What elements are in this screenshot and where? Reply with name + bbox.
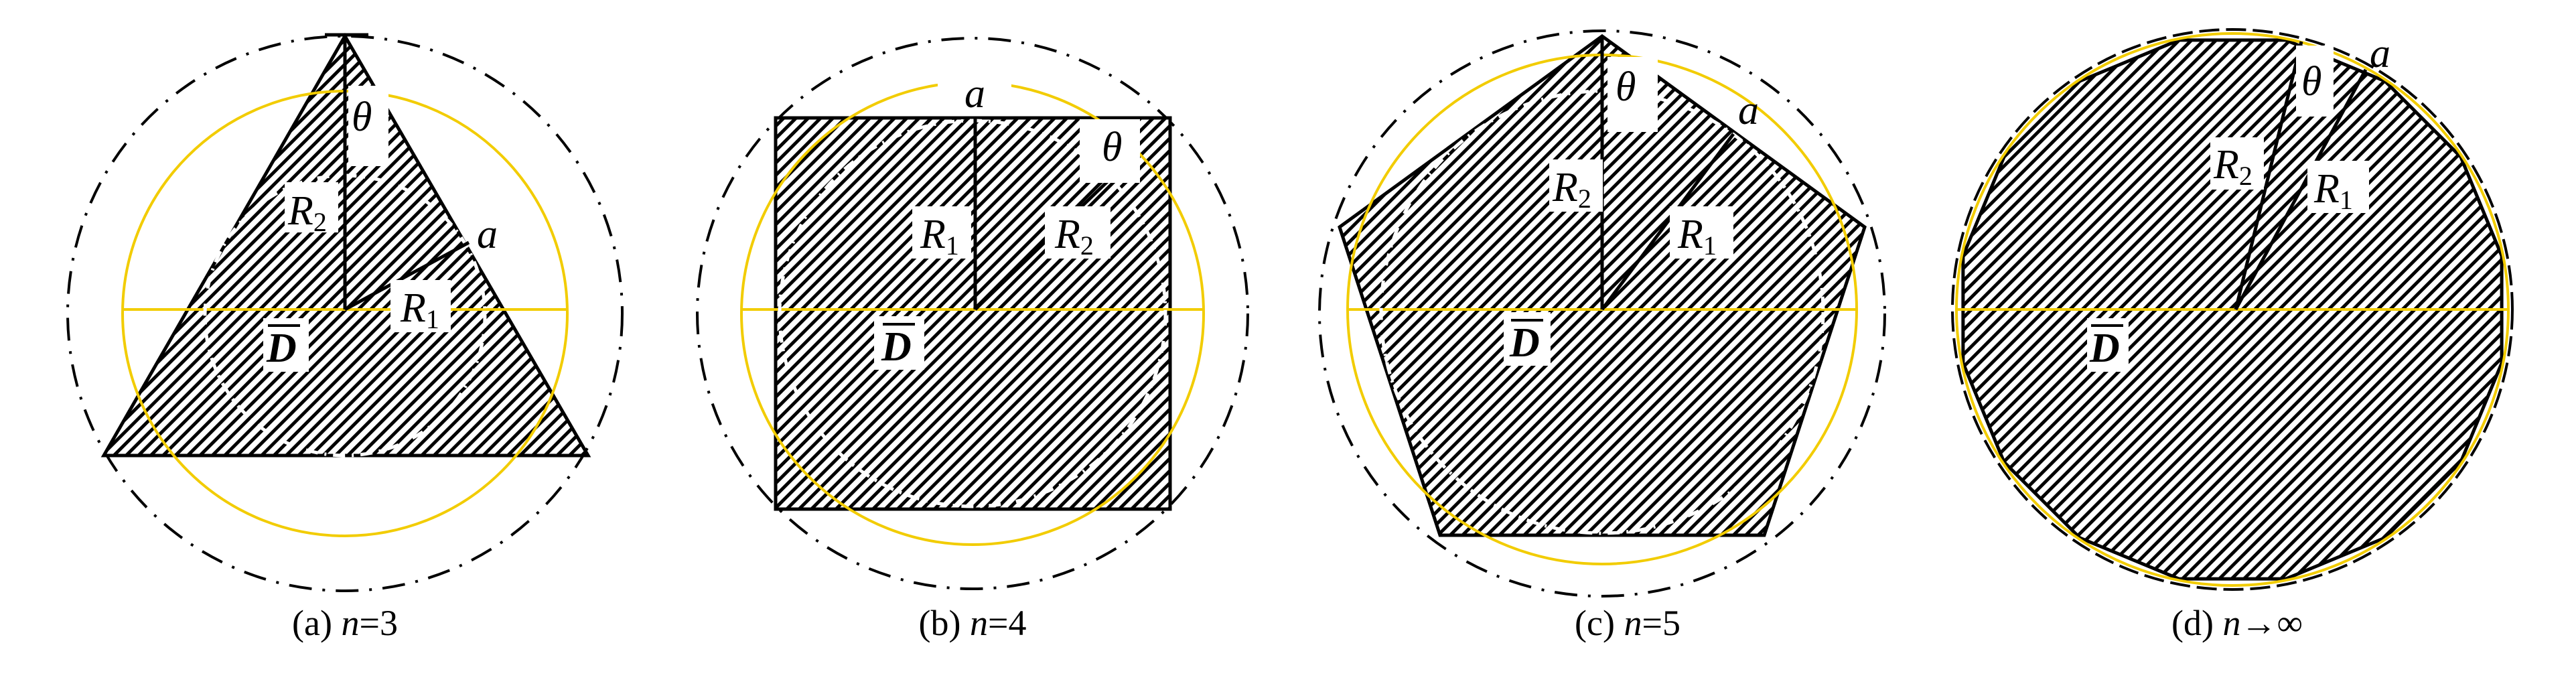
panel-b-square: a θ R1 R2 D (b) n=4	[696, 37, 1249, 643]
side-a-label: a	[2370, 31, 2390, 76]
inscribed-dashed-circle	[1379, 89, 1825, 535]
radius-r1-line	[2234, 68, 2368, 311]
theta-label: θ	[1102, 125, 1122, 170]
caption-c: (c) n=5	[1575, 603, 1680, 643]
outer-dash-dot-circle	[66, 35, 624, 592]
r1-label: R1	[400, 285, 439, 334]
yellow-circle	[1955, 32, 2510, 587]
outer-dash-dot-circle	[696, 37, 1249, 590]
r1-label: R1	[920, 212, 959, 261]
radius-r2-line	[2234, 41, 2303, 310]
panel-a-triangle: θ R2 a R1 D (a) n=3	[66, 33, 624, 643]
caption-a: (a) n=3	[292, 603, 398, 643]
r2-label: R2	[1054, 212, 1094, 261]
mean-diameter-label: D	[881, 324, 912, 370]
mean-diameter-label: D	[266, 326, 297, 371]
r1-label: R1	[1677, 212, 1717, 261]
caption-d: (d) n→∞	[2171, 603, 2303, 643]
side-a-label: a	[964, 71, 985, 117]
side-a-label: a	[1738, 88, 1759, 133]
radius-r1-line	[344, 240, 470, 311]
panel-d-circle: θ a R2 R1 D (d) n→∞	[1951, 28, 2514, 643]
inscribed-dashed-circle	[778, 119, 1167, 508]
r2-label: R2	[1552, 165, 1591, 214]
outer-dash-dot-circle	[1318, 29, 1886, 598]
theta-label: θ	[2301, 59, 2321, 105]
theta-label: θ	[1616, 64, 1636, 110]
r2-label: R2	[287, 188, 327, 237]
theta-label: θ	[352, 94, 372, 140]
outer-dashed-circle	[1951, 28, 2514, 591]
mean-diameter-label: D	[1509, 320, 1540, 366]
caption-b: (b) n=4	[919, 603, 1027, 643]
r1-label: R1	[2313, 166, 2353, 215]
radius-r1-line	[1600, 133, 1735, 311]
panel-c-pentagon: θ a R2 R1 D (c) n=5	[1318, 29, 1886, 643]
side-a-label: a	[477, 212, 498, 257]
mean-diameter-label: D	[2089, 326, 2120, 371]
r2-label: R2	[2213, 142, 2252, 191]
